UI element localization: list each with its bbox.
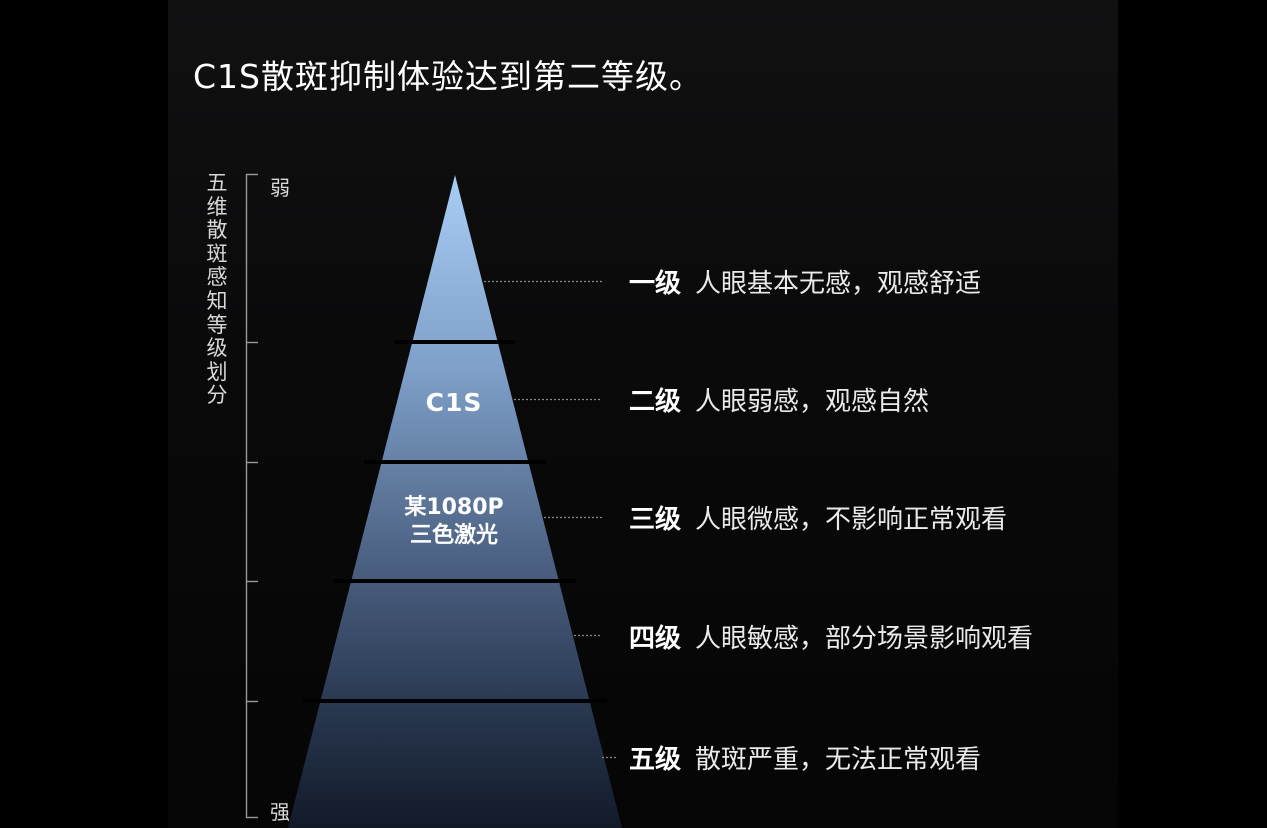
tier-2-marker: C1S — [372, 388, 536, 417]
axis-title: 五维散斑感知等级划分 — [206, 171, 228, 408]
pyramid-body — [288, 175, 622, 828]
tier-separators — [303, 340, 607, 703]
axis-bottom-label: 强 — [270, 800, 290, 824]
leader-lines — [484, 280, 618, 759]
tier-2-marker-line: C1S — [425, 388, 483, 417]
level-4-name: 四级 — [629, 624, 682, 654]
tier-3-marker: 某1080P 三色激光 — [372, 494, 536, 550]
level-3-name: 三级 — [629, 505, 682, 535]
level-1-name: 一级 — [629, 269, 682, 299]
level-1-label: 一级人眼基本无感，观感舒适 — [629, 263, 981, 300]
tier-3-marker-line-1: 某1080P — [404, 495, 504, 520]
axis-top-label: 弱 — [270, 176, 290, 200]
level-5-name: 五级 — [629, 745, 682, 775]
level-3-label: 三级人眼微感，不影响正常观看 — [629, 499, 1007, 536]
level-1-description: 人眼基本无感，观感舒适 — [695, 269, 982, 299]
level-5-label: 五级散斑严重，无法正常观看 — [629, 739, 981, 776]
level-3-description: 人眼微感，不影响正常观看 — [695, 505, 1008, 535]
level-2-description: 人眼弱感，观感自然 — [695, 387, 930, 417]
level-2-label: 二级人眼弱感，观感自然 — [629, 381, 929, 418]
page-title: C1S散斑抑制体验达到第二等级。 — [193, 57, 703, 96]
level-2-name: 二级 — [629, 387, 682, 417]
scale-bracket — [245, 173, 258, 819]
level-4-label: 四级人眼敏感，部分场景影响观看 — [629, 618, 1033, 655]
tier-3-marker-line-2: 三色激光 — [409, 523, 498, 548]
level-5-description: 散斑严重，无法正常观看 — [695, 745, 982, 775]
level-4-description: 人眼敏感，部分场景影响观看 — [695, 624, 1034, 654]
